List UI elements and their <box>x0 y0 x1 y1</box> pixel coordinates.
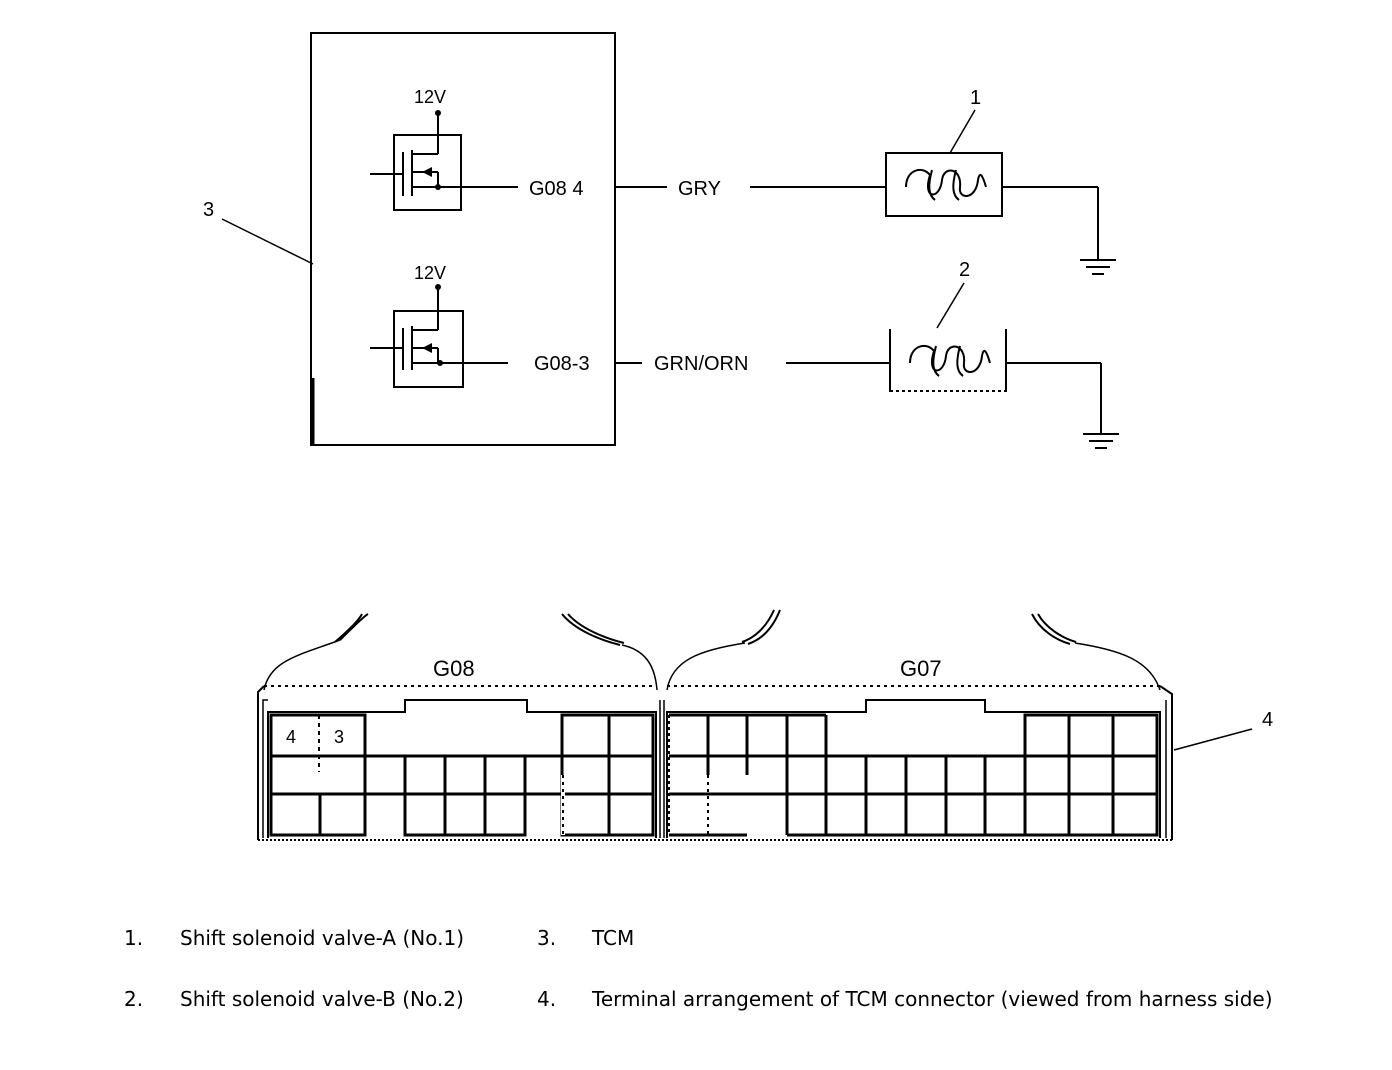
connector-g08-label: G08 <box>433 656 475 681</box>
legend-num: 1. <box>124 926 144 950</box>
legend-text: Terminal arrangement of TCM connector (v… <box>592 987 1273 1011</box>
pin-label-g08-4: G08 4 <box>529 178 583 200</box>
callout-1-leader <box>949 109 976 154</box>
pin-label-g08-3: G08-3 <box>534 353 590 375</box>
tcm-module <box>310 32 616 446</box>
supply-12v-bottom: 12V <box>414 263 446 283</box>
callout-3: 3 <box>203 199 314 265</box>
callout-2-leader <box>936 282 965 329</box>
callout-1-label: 1 <box>970 87 981 109</box>
tcm-connector <box>257 609 1173 841</box>
callout-3-label: 3 <box>203 199 214 221</box>
connector-g08-pins <box>269 713 655 837</box>
supply-12v-top: 12V <box>414 87 446 107</box>
legend-text: Shift solenoid valve-A (No.1) <box>180 926 464 950</box>
pin-4-label: 4 <box>286 727 296 747</box>
wire-label-gry: GRY <box>678 178 721 200</box>
connector-g07-pins <box>669 713 1159 837</box>
driver-transistor-a <box>370 113 518 211</box>
callout-4: 4 <box>1173 709 1273 751</box>
connector-g07-label: G07 <box>900 656 942 681</box>
wires <box>615 186 890 364</box>
driver-transistor-b <box>370 287 508 388</box>
legend-text: Shift solenoid valve-B (No.2) <box>180 987 464 1011</box>
legend-text: TCM <box>592 926 635 950</box>
solenoid-valve-b <box>889 329 1119 449</box>
legend-num: 4. <box>537 987 557 1011</box>
callout-4-label: 4 <box>1262 709 1273 731</box>
callout-2-label: 2 <box>959 259 970 281</box>
legend-num: 3. <box>537 926 557 950</box>
legend-num: 2. <box>124 987 144 1011</box>
pin-3-label: 3 <box>334 727 344 747</box>
solenoid-valve-a <box>885 152 1116 275</box>
wire-label-grn-orn: GRN/ORN <box>654 353 748 375</box>
